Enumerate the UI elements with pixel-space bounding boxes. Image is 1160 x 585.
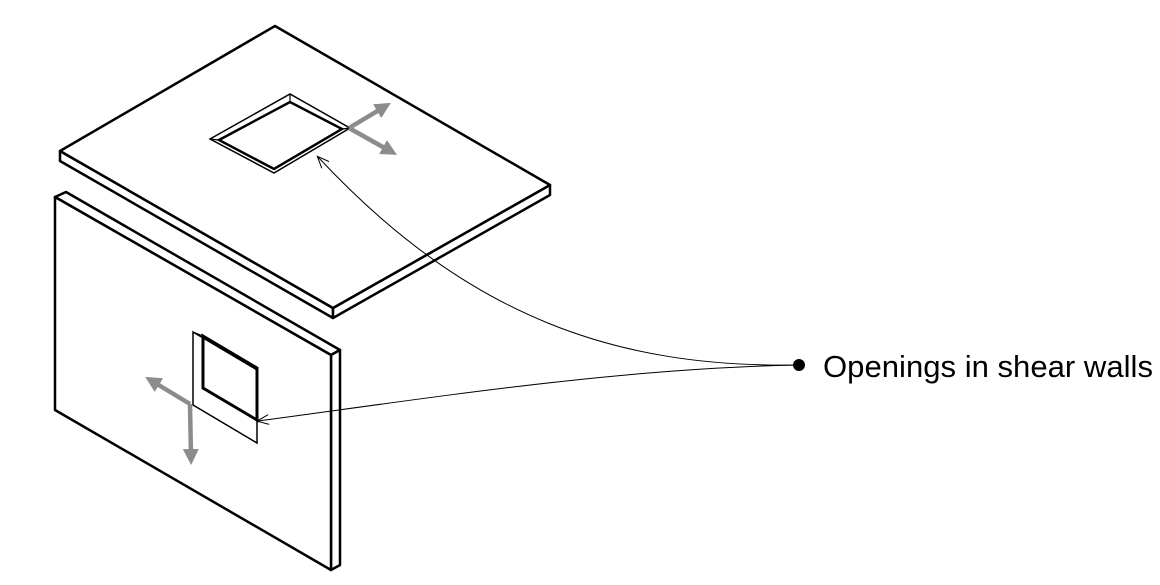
wall-right-edge: [329, 348, 342, 572]
leader-to-wall-opening: [258, 364, 800, 421]
slab-double-arrow-icon: [347, 102, 397, 155]
callout-label: Openings in shear walls: [823, 349, 1153, 384]
callout-leaders: [258, 157, 805, 421]
horizontal-slab: [58, 24, 552, 320]
callout-dot: [793, 359, 805, 371]
wall-double-arrow-icon: [145, 376, 199, 465]
vertical-wall: [53, 190, 342, 572]
slab-top-face: [58, 24, 552, 310]
leader-to-slab-opening: [318, 157, 800, 366]
